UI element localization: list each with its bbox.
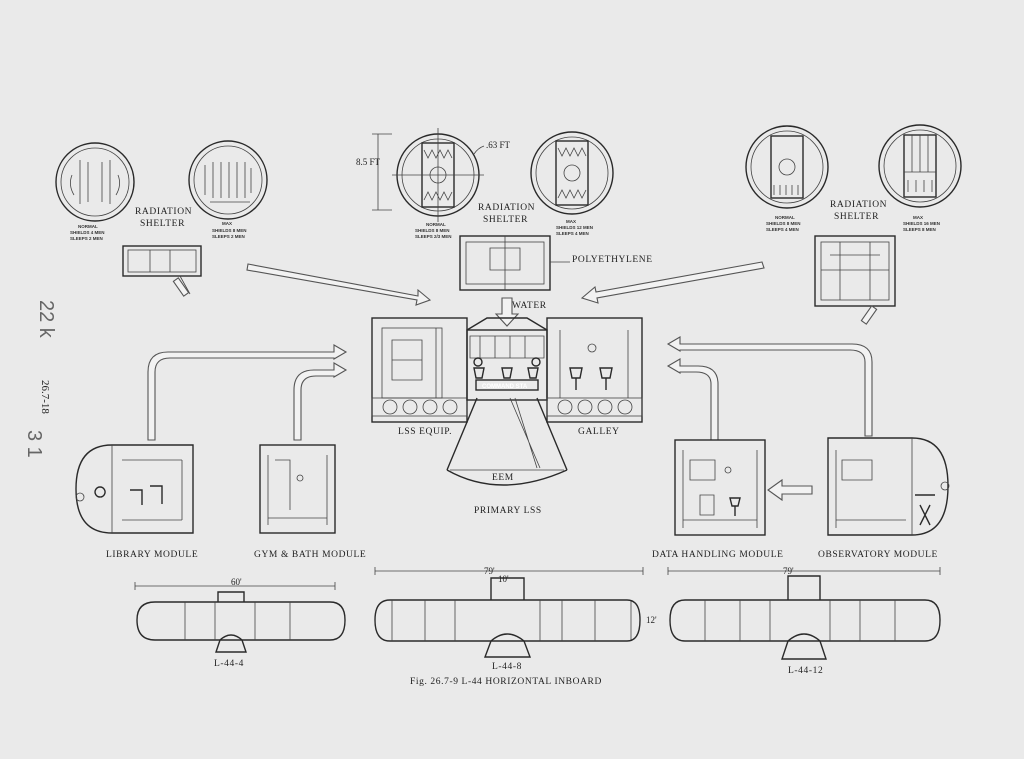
shelter-right-box [814, 235, 896, 325]
center-normal-caption-2: SHIELDS 8 MEN [415, 228, 450, 233]
center-max-caption-2: SHIELDS 12 MEN [556, 225, 593, 230]
figure-caption: Fig. 26.7-9 L-44 HORIZONTAL INBOARD [410, 677, 602, 687]
config-2-diameter: 12' [646, 615, 657, 625]
center-max-caption-1: MAX [566, 219, 576, 224]
config-l-44-8-drawing [374, 567, 644, 658]
reference-number: 26.7-18 [39, 380, 51, 414]
wall-dimension-label: .63 FT [486, 140, 511, 150]
handwritten-note-1: 22 k [35, 300, 57, 339]
wall-dimension-leader [473, 145, 485, 155]
config-2-port: 10' [498, 574, 509, 584]
galley-label: GALLEY [578, 427, 620, 437]
config-1-length: 60' [231, 577, 242, 587]
right-normal-caption-1: NORMAL [775, 215, 795, 220]
lss-equip-label: LSS EQUIP. [398, 427, 452, 437]
right-max-caption-3: SLEEPS 8 MEN [903, 227, 936, 232]
arrow-gym-to-core [293, 362, 348, 441]
left-shelter-title-2: SHELTER [140, 219, 185, 229]
gym-bath-module-label: GYM & BATH MODULE [254, 550, 366, 560]
center-max-caption-3: SLEEPS 4 MEN [556, 231, 589, 236]
observatory-module-drawing [827, 437, 950, 536]
polyethylene-label: POLYETHYLENE [572, 255, 653, 265]
arrow-right-shelter-to-core [580, 261, 765, 304]
arrow-left-shelter-to-core [246, 263, 432, 306]
config-3-length: 79' [783, 566, 794, 576]
center-shelter-title-2: SHELTER [483, 215, 528, 225]
primary-lss-label: PRIMARY LSS [474, 506, 542, 516]
arrow-observatory-to-core [666, 336, 873, 437]
right-max-caption-1: MAX [913, 215, 923, 220]
observatory-module-label: OBSERVATORY MODULE [818, 550, 938, 560]
config-2-id: L-44-8 [492, 662, 522, 672]
shelter-center-normal-circle [392, 128, 484, 222]
library-module-drawing [75, 444, 194, 534]
right-normal-caption-3: SLEEPS 4 MEN [766, 227, 799, 232]
shelter-left-max-circle [188, 140, 268, 220]
config-3-id: L-44-12 [788, 666, 823, 676]
height-dimension-line [372, 133, 392, 211]
config-2-length: 79' [484, 566, 495, 576]
shelter-center-box [459, 235, 570, 291]
handwritten-note-2: 3 1 [23, 430, 45, 458]
left-max-caption-3: SLEEPS 2 MEN [212, 234, 245, 239]
right-shelter-title-1: RADIATION [830, 200, 887, 210]
shelter-right-max-circle [878, 124, 962, 208]
shelter-right-normal-circle [745, 125, 829, 209]
arrow-observatory-to-data [767, 478, 813, 502]
arrow-center-shelter-to-core [494, 297, 520, 327]
config-l-44-12-drawing [667, 567, 941, 660]
left-max-caption-1: MAX [222, 221, 232, 226]
center-shelter-title-1: RADIATION [478, 203, 535, 213]
gym-bath-module-drawing [259, 444, 336, 534]
left-normal-caption-2: SHIELDS 4 MEN [70, 230, 105, 235]
right-shelter-title-2: SHELTER [834, 212, 879, 222]
right-max-caption-2: SHIELDS 16 MEN [903, 221, 940, 226]
left-max-caption-2: SHIELDS 8 MEN [212, 228, 247, 233]
data-handling-module-label: DATA HANDLING MODULE [652, 550, 784, 560]
arrow-data-to-core [666, 358, 719, 441]
center-normal-caption-1: NORMAL [426, 222, 446, 227]
eem-label: EEM [492, 473, 514, 483]
data-handling-module-drawing [674, 439, 766, 536]
core-module [371, 317, 643, 486]
command-station-label: COMMAND STA [482, 384, 528, 390]
library-module-label: LIBRARY MODULE [106, 550, 198, 560]
shelter-center-max-circle [530, 131, 614, 215]
height-dimension-label: 8.5 FT [356, 157, 381, 167]
config-1-id: L-44-4 [214, 659, 244, 669]
left-normal-caption-1: NORMAL [78, 224, 98, 229]
left-shelter-title-1: RADIATION [135, 207, 192, 217]
water-label: WATER [512, 301, 547, 311]
right-normal-caption-2: SHIELDS 8 MEN [766, 221, 801, 226]
arrow-library-to-core [147, 344, 348, 441]
shelter-left-box [122, 245, 202, 297]
shelter-left-normal-circle [55, 142, 135, 222]
center-normal-caption-3: SLEEPS 2/3 MEN [415, 234, 452, 239]
left-normal-caption-3: SLEEPS 2 MEN [70, 236, 103, 241]
config-l-44-4-drawing [134, 582, 346, 653]
